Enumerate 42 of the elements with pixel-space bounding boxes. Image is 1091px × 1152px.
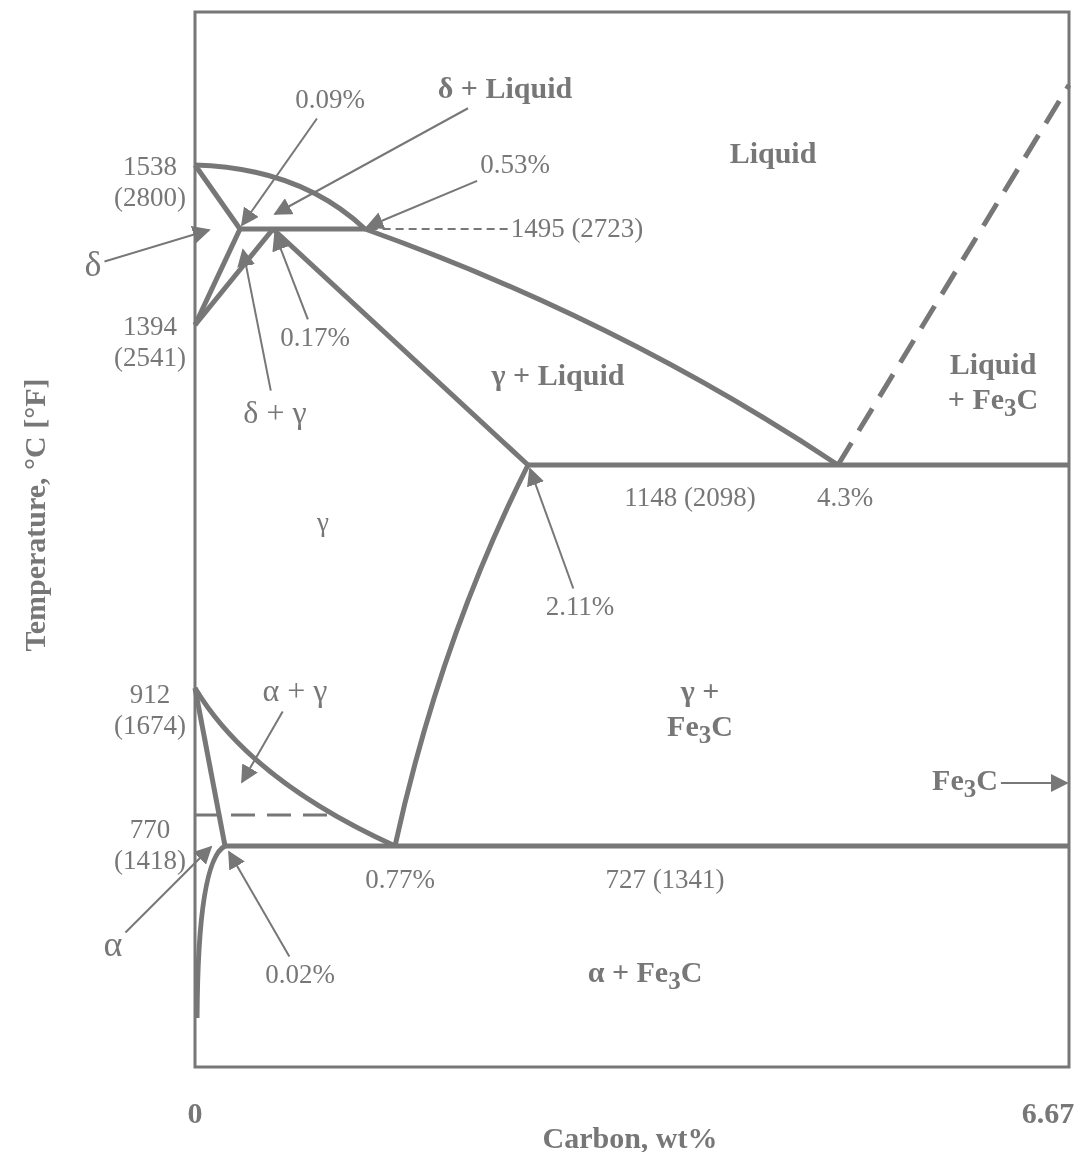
region-label: α + Fe$_{3}$C [587,954,703,996]
leader-line [999,774,1069,792]
leader-line [124,845,213,934]
phase-annotation: 0.09% [295,84,365,116]
leader-line [365,179,479,230]
axis-title: Carbon, wt% [542,1120,718,1152]
axis-title: Temperature, °C [°F] [17,378,52,652]
leader-line [527,467,575,590]
composition-label: 4.3% [816,482,874,514]
leader-line [241,710,284,784]
phase-annotation: 0.17% [280,322,350,354]
phase-annotation: 1495 (2723) [510,213,644,245]
temperature-label: 727 (1341) [605,864,725,896]
leader-line [367,228,509,230]
temperature-label: 770 (1418) [113,813,187,877]
axis-tick-label: 0 [187,1095,203,1131]
phase-annotation: α [103,924,123,966]
leader-line [228,850,291,958]
leader-line [272,232,309,321]
region-label: Liquid [729,135,817,171]
region-label: γ + Fe$_{3}$C [666,674,734,750]
leader-line [237,248,272,392]
leader-line [103,226,211,263]
composition-label: 0.77% [365,864,435,896]
temperature-label: 1538 (2800) [113,150,187,214]
temperature-label: 912 (1674) [113,678,187,742]
region-label: γ + Liquid [491,357,625,393]
region-label: Liquid + Fe$_{3}$C [946,347,1040,423]
phase-annotation: δ [84,244,102,286]
phase-annotation: δ + γ [243,393,307,431]
leader-line [240,117,318,227]
axis-tick-label: 6.67 [1021,1095,1075,1131]
phase-annotation: Fe$_{3}$C [932,762,998,804]
temperature-label: 1394 (2541) [113,310,187,374]
phase-annotation: δ + Liquid [437,70,573,106]
phase-annotation: 2.11% [545,591,615,623]
temperature-label: 1148 (2098) [624,482,756,514]
region-label: γ [317,507,329,539]
phase-annotation: 0.02% [265,959,335,991]
phase-annotation: α + γ [262,671,328,709]
leader-line [273,107,470,215]
phase-annotation: 0.53% [480,149,550,181]
